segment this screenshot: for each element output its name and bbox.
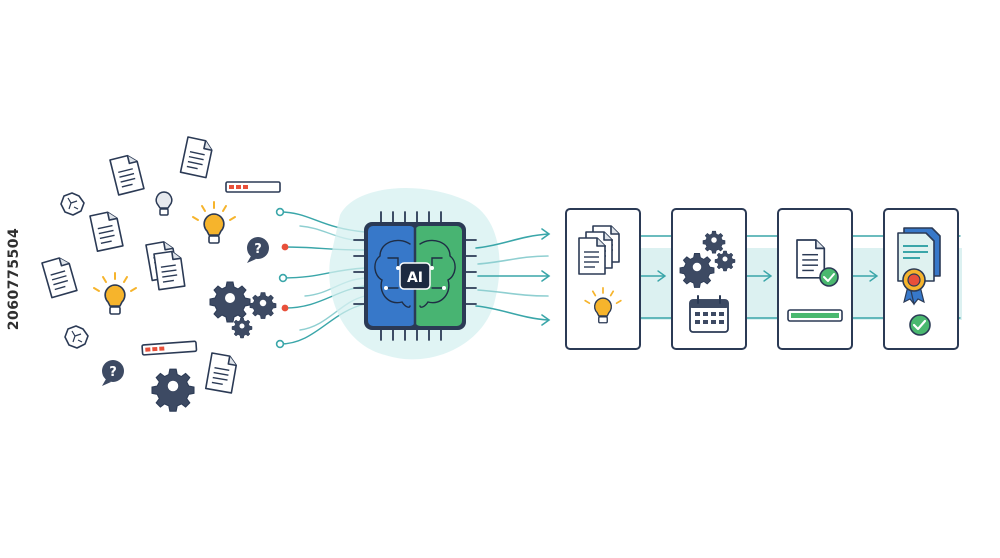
stock-id-label: 2060775504 bbox=[6, 227, 22, 331]
chip-label: AI bbox=[407, 270, 423, 286]
document-icon bbox=[89, 209, 124, 253]
gear-icon bbox=[151, 368, 195, 412]
output-arrows bbox=[475, 228, 551, 326]
gear-icon bbox=[249, 292, 277, 319]
calendar-icon bbox=[689, 295, 729, 333]
document-icon bbox=[109, 152, 145, 196]
document-icon bbox=[41, 255, 78, 299]
progress-bar-icon bbox=[225, 181, 281, 193]
stage-review bbox=[777, 208, 853, 350]
lightbulb-outline-icon bbox=[155, 191, 173, 216]
certificate-icon bbox=[897, 227, 941, 306]
document-icon bbox=[179, 136, 215, 179]
gear-icon bbox=[209, 281, 251, 323]
check-circle-icon bbox=[909, 314, 931, 336]
lightbulb-icon bbox=[192, 201, 236, 244]
progress-bar-icon bbox=[141, 340, 198, 356]
document-stack-icon bbox=[145, 239, 186, 291]
stage-certified bbox=[883, 208, 959, 350]
crumpled-paper-icon bbox=[64, 325, 89, 349]
crumpled-paper-icon bbox=[60, 192, 85, 216]
input-circuit-lines bbox=[279, 211, 366, 345]
unstructured-inputs bbox=[41, 136, 281, 412]
question-bubble-icon bbox=[102, 360, 124, 386]
document-check-icon bbox=[796, 239, 839, 287]
question-bubble-icon bbox=[247, 237, 269, 263]
gear-icon bbox=[231, 317, 253, 339]
stage-documents bbox=[565, 208, 641, 350]
stage-processing bbox=[671, 208, 747, 350]
document-icon bbox=[204, 352, 239, 394]
lightbulb-icon bbox=[93, 272, 137, 315]
progress-bar-icon bbox=[787, 309, 843, 322]
ai-chip: AI bbox=[329, 188, 500, 360]
input-nodes bbox=[275, 207, 289, 349]
chip-pins bbox=[353, 211, 477, 341]
